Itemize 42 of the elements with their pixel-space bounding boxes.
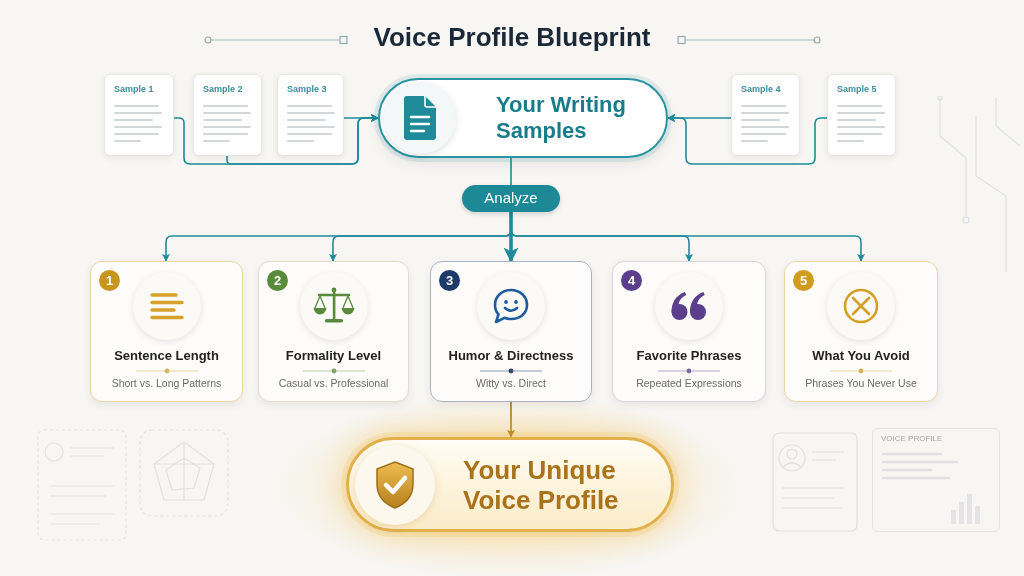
- number-badge: 5: [793, 270, 814, 291]
- card-label: Sample 4: [741, 84, 782, 95]
- category-card: [90, 261, 243, 402]
- connector-arrow: [507, 401, 515, 438]
- card-title: Sentence Length: [114, 348, 219, 364]
- diagram-title: Voice Profile Blueprint: [373, 21, 651, 54]
- process-pill: Analyze: [462, 185, 560, 212]
- card-subtitle: Casual vs. Professional: [278, 377, 389, 390]
- category-card: [784, 261, 938, 402]
- card-subtitle: Short vs. Long Patterns: [111, 377, 222, 390]
- document-card: [827, 74, 896, 156]
- category-card: [258, 261, 409, 402]
- card-label: Sample 1: [114, 84, 155, 95]
- connector-line: [510, 157, 512, 186]
- card-heading: VOICE PROFILE: [881, 434, 944, 444]
- card-subtitle: Phrases You Never Use: [805, 377, 917, 390]
- number-badge: 1: [99, 270, 120, 291]
- card-title: Formality Level: [285, 348, 382, 364]
- document-card: [731, 74, 800, 156]
- document-card: [277, 74, 344, 156]
- connector-arrow: [667, 114, 828, 165]
- category-card: [430, 261, 592, 402]
- pill-title: Your Writing Samples: [496, 92, 627, 144]
- document-card: [193, 74, 262, 156]
- number-badge: 3: [439, 270, 460, 291]
- card-label: Sample 5: [837, 84, 878, 95]
- card-label: Sample 2: [203, 84, 244, 95]
- connector-arrow: [503, 212, 519, 263]
- number-badge: 4: [621, 270, 642, 291]
- card-title: What You Avoid: [812, 348, 910, 364]
- card-title: Humor & Directness: [448, 348, 574, 364]
- result-pill: [346, 437, 674, 532]
- card-label: Sample 3: [287, 84, 328, 95]
- pill-box: [378, 78, 668, 158]
- card-subtitle: Witty vs. Direct: [476, 377, 546, 390]
- card-title: Favorite Phrases: [636, 348, 742, 364]
- card-subtitle: Repeated Expressions: [636, 377, 742, 390]
- number-badge: 2: [267, 270, 288, 291]
- result-title: Your Unique Voice Profile: [463, 454, 620, 515]
- connector-arrow: [343, 114, 379, 122]
- document-card: [104, 74, 174, 156]
- category-card: [612, 261, 766, 402]
